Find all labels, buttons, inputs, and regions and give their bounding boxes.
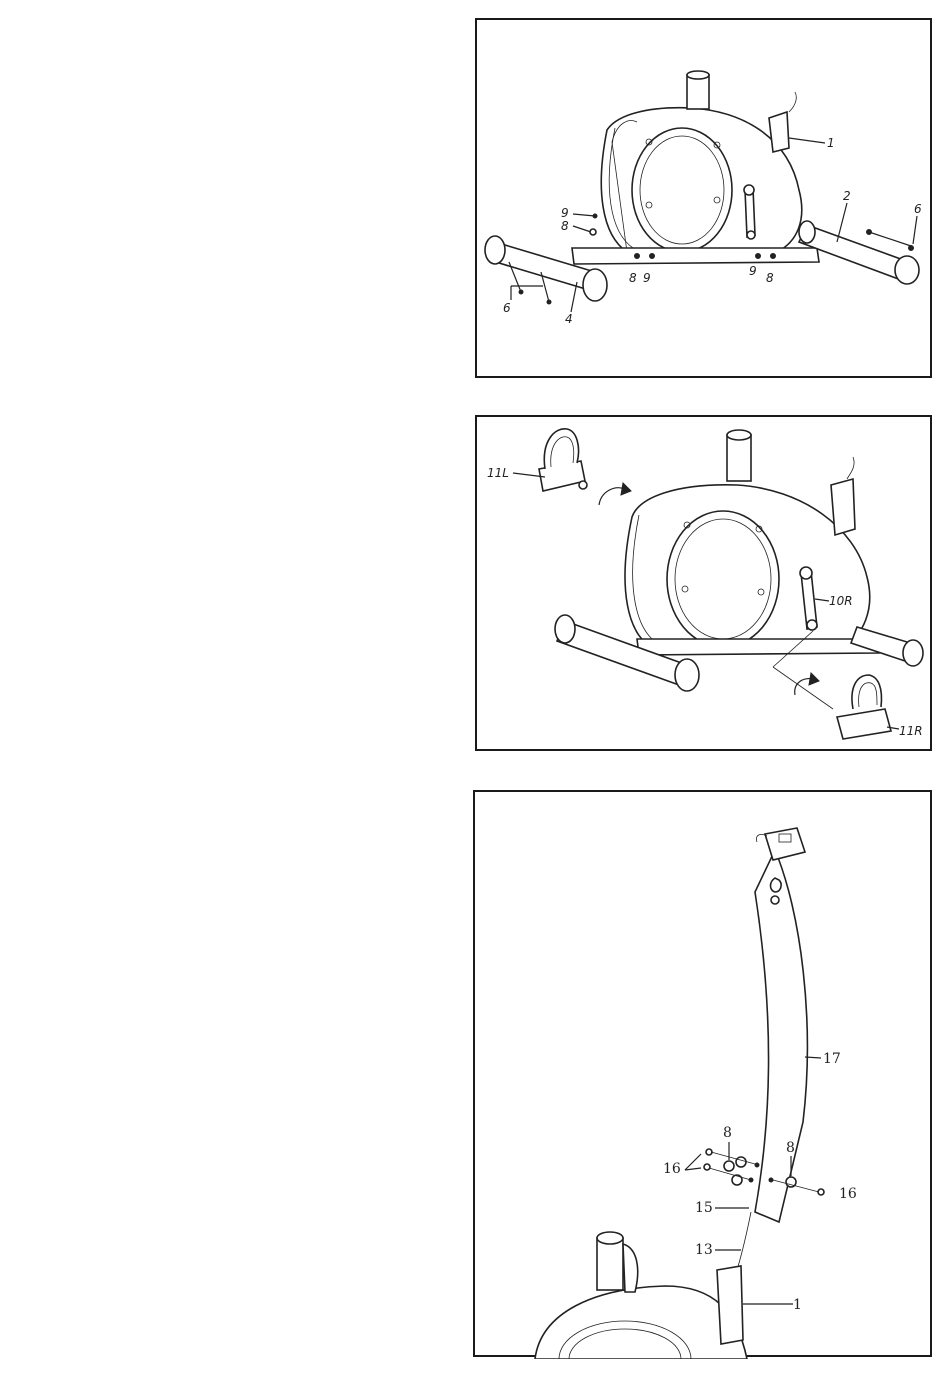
front-stabilizer-cap-left: [555, 615, 575, 643]
label-part-6-left: 6: [503, 301, 511, 315]
label-part-11R: 11R: [899, 724, 923, 738]
pedal-right: [837, 675, 891, 739]
upright-bracket: [831, 479, 855, 535]
label-part-2: 2: [843, 189, 851, 203]
pedal-left: [539, 429, 587, 491]
label-part-9-b: 9: [749, 264, 757, 278]
upright-assembly-drawing: 17 8 16 8 16 15 13: [475, 792, 934, 1359]
rotation-arrow-left: [599, 488, 625, 505]
label-part-10R: 10R: [829, 594, 853, 608]
flywheel-outer-ring: [667, 511, 779, 647]
seat-post-tube: [727, 435, 751, 481]
label-part-8-top: 8: [561, 219, 569, 233]
console-mount-plate: [765, 828, 805, 860]
flywheel-housing-partial: [535, 1286, 747, 1359]
handlebar-upright-tube: [755, 850, 807, 1222]
diagram-panel-base-assembly: 1 2 6 9 8 6 4 8 9: [475, 18, 932, 378]
rear-stabilizer-cap-left: [799, 221, 815, 243]
label-part-15: 15: [695, 1200, 713, 1216]
label-part-17: 17: [823, 1051, 841, 1067]
label-part-4: 4: [565, 312, 573, 326]
upper-cable: [737, 1212, 751, 1270]
front-stabilizer-cap-right: [675, 659, 699, 691]
pedal-assembly-drawing: 10R 11L 11R: [477, 417, 934, 753]
label-part-16-left: 16: [663, 1161, 681, 1177]
diagram-panel-pedal-assembly: 10R 11L 11R: [475, 415, 932, 751]
label-part-8-a: 8: [629, 271, 637, 285]
label-part-1: 1: [793, 1297, 802, 1313]
main-base-beam: [637, 639, 879, 655]
label-part-8-b: 8: [786, 1140, 795, 1156]
front-stabilizer-cap-left: [485, 236, 505, 264]
flywheel-outer-ring: [632, 128, 732, 252]
label-part-11L: 11L: [487, 466, 509, 480]
rear-stabilizer-cap-right: [895, 256, 919, 284]
label-part-8-a: 8: [723, 1125, 732, 1141]
label-part-1: 1: [827, 136, 835, 150]
label-part-6-right: 6: [914, 202, 922, 216]
label-part-9-a: 9: [643, 271, 651, 285]
diagram-panel-upright-assembly: 17 8 16 8 16 15 13: [473, 790, 932, 1357]
base-assembly-drawing: 1 2 6 9 8 6 4 8 9: [477, 20, 934, 380]
upright-bracket: [717, 1266, 743, 1344]
seat-post-tube: [597, 1238, 623, 1290]
label-part-13: 13: [695, 1242, 713, 1258]
seat-post-tube: [687, 75, 709, 109]
main-base-beam: [572, 248, 819, 264]
front-stabilizer-cap-right: [583, 269, 607, 301]
rear-stabilizer-cap: [903, 640, 923, 666]
label-part-16-right: 16: [839, 1186, 857, 1202]
label-part-8-b: 8: [766, 271, 774, 285]
label-part-9-top: 9: [561, 206, 569, 220]
hardware-left-group: [704, 1149, 759, 1185]
upright-bracket: [769, 112, 789, 152]
